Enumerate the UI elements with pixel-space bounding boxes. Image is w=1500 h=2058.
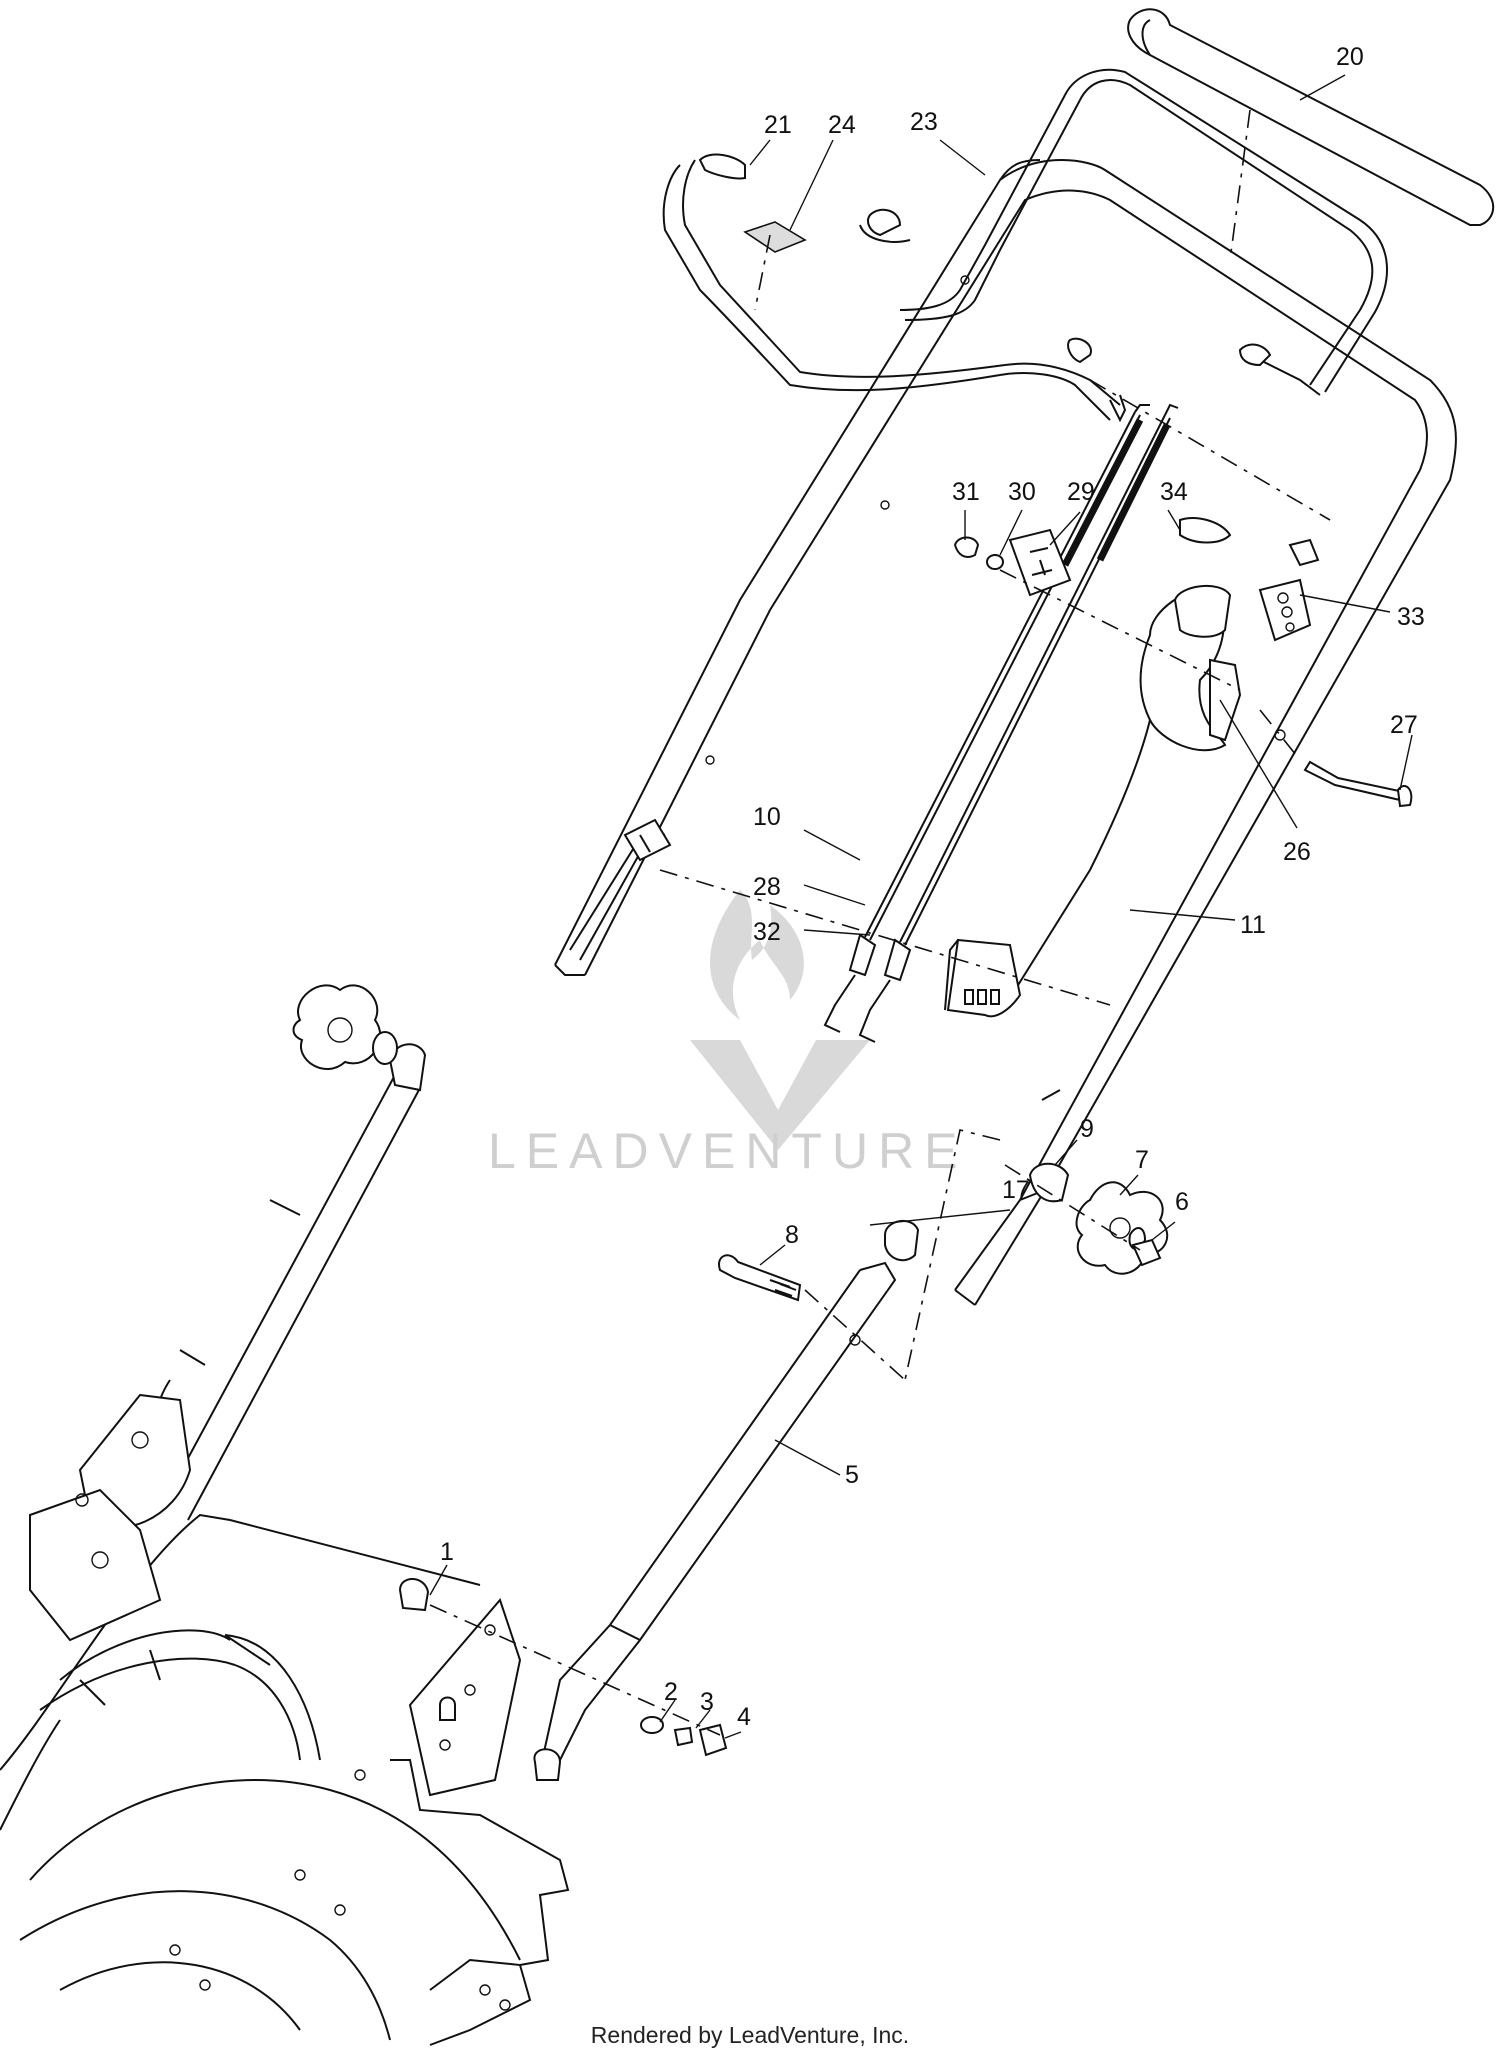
control-cables — [823, 403, 1179, 1043]
callout-4: 4 — [737, 1703, 751, 1731]
callout-2: 2 — [664, 1678, 678, 1706]
callout-labels: 1 2 3 4 5 6 7 8 9 10 11 17 20 21 23 24 2… — [440, 43, 1425, 1731]
bolt-8-and-plug-17 — [718, 1220, 920, 1302]
knob-hardware — [1028, 1162, 1169, 1275]
handle-bracket — [408, 1598, 522, 1797]
callout-28: 28 — [753, 873, 781, 901]
callout-31: 31 — [952, 478, 980, 506]
decal — [1258, 538, 1320, 642]
leader-lines — [429, 74, 1413, 1739]
callout-8: 8 — [785, 1221, 799, 1249]
mower-deck — [0, 1513, 570, 2046]
callout-6: 6 — [1175, 1188, 1189, 1216]
control-module — [944, 938, 1022, 1018]
watermark-text: LEADVENTURE — [488, 1123, 968, 1179]
control-housing — [1014, 584, 1242, 991]
left-lower-handle — [29, 984, 427, 1642]
cable-clip — [623, 818, 672, 862]
small-hardware-upper — [953, 528, 1072, 597]
callout-17: 17 — [1002, 1176, 1030, 1204]
callout-11: 11 — [1240, 911, 1266, 939]
callout-29: 29 — [1067, 478, 1095, 506]
callout-3: 3 — [700, 1688, 714, 1716]
bolt-27 — [1303, 760, 1413, 808]
callout-24: 24 — [828, 111, 856, 139]
leadventure-watermark-logo: LEADVENTURE — [488, 890, 968, 1179]
callout-1: 1 — [440, 1538, 454, 1566]
callout-34: 34 — [1160, 478, 1188, 506]
bottom-hardware — [398, 1578, 728, 1757]
callout-32: 32 — [753, 918, 781, 946]
callout-27: 27 — [1390, 711, 1418, 739]
callout-7: 7 — [1135, 1146, 1149, 1174]
alignment-lines — [429, 109, 1331, 1736]
callout-26: 26 — [1283, 838, 1311, 866]
callout-5: 5 — [845, 1461, 859, 1489]
bail-bar — [662, 68, 1388, 423]
callout-21: 21 — [764, 111, 792, 139]
callout-9: 9 — [1080, 1115, 1094, 1143]
footer-credit: Rendered by LeadVenture, Inc. — [590, 2022, 910, 2048]
callout-30: 30 — [1008, 478, 1036, 506]
callout-23: 23 — [910, 108, 938, 136]
gasket — [1179, 517, 1232, 544]
callout-20: 20 — [1336, 43, 1364, 71]
grip — [1127, 8, 1495, 226]
callout-33: 33 — [1397, 603, 1425, 631]
clip-and-label — [698, 153, 911, 253]
callout-10: 10 — [753, 803, 781, 831]
lower-handle-tube — [533, 1261, 897, 1781]
